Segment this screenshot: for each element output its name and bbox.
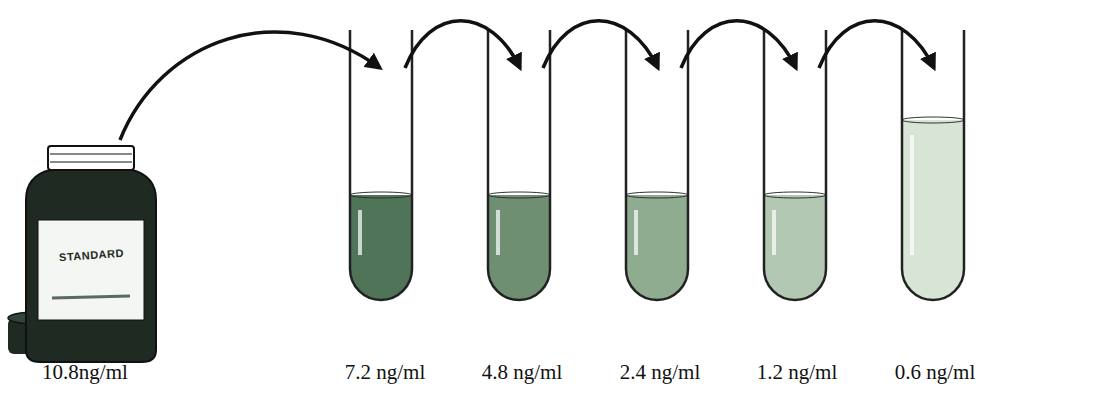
concentration-label: 10.8ng/ml [42, 360, 128, 385]
tube-glass [488, 30, 550, 300]
glass-shine [772, 210, 776, 255]
transfer-arrows [120, 21, 934, 140]
concentration-label: 7.2 ng/ml [345, 360, 426, 385]
label-text: STANDARD [58, 247, 124, 263]
concentration-label: 0.6 ng/ml [895, 360, 976, 385]
liquid-surface [350, 192, 412, 198]
liquid-surface [764, 192, 826, 198]
concentration-label: 4.8 ng/ml [482, 360, 563, 385]
liquid-surface [488, 192, 550, 198]
tube-liquid [350, 195, 412, 300]
concentration-label: 1.2 ng/ml [757, 360, 838, 385]
tube-liquid [626, 195, 688, 300]
tube-glass [902, 30, 964, 300]
tube-liquid [764, 195, 826, 300]
liquid-surface [626, 192, 688, 198]
tube-glass [350, 30, 412, 300]
tube-glass [764, 30, 826, 300]
bottle-label: STANDARD [38, 220, 144, 290]
liquid-surface [902, 117, 964, 123]
glass-shine [358, 210, 362, 255]
glass-shine [634, 210, 638, 255]
test-tubes [350, 30, 964, 300]
tube-liquid [488, 195, 550, 300]
concentration-label: 2.4 ng/ml [620, 360, 701, 385]
standard-bottle [26, 146, 156, 362]
glass-shine [910, 135, 914, 255]
tube-glass [626, 30, 688, 300]
tube-liquid [902, 120, 964, 300]
glass-shine [496, 210, 500, 255]
